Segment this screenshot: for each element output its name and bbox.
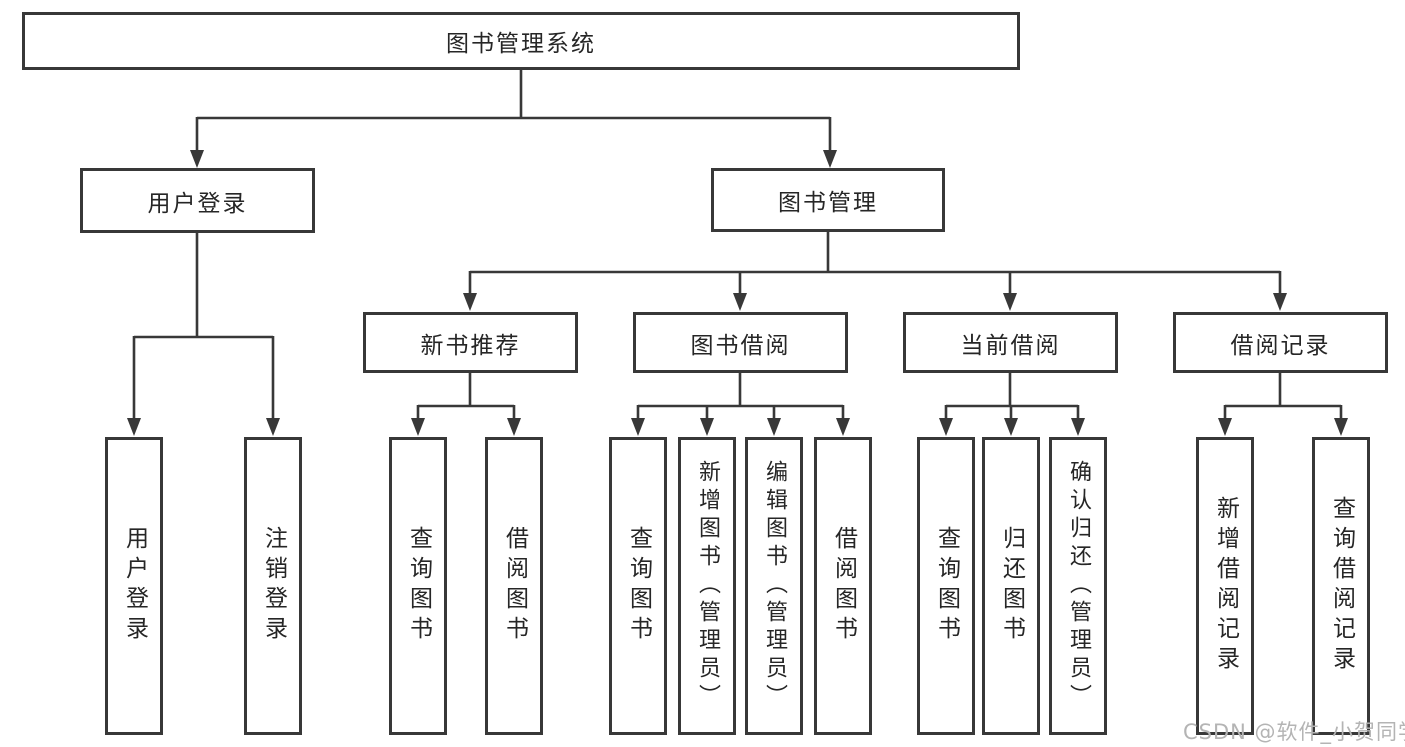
leaf-query-books-recommend: 查询图书 — [389, 437, 447, 735]
leaf-borrow-books: 借阅图书 — [814, 437, 872, 735]
node-current-borrow: 当前借阅 — [903, 312, 1118, 373]
node-label: 图书借阅 — [690, 332, 791, 359]
watermark-csdn: CSDN @软件_小贺同学 — [1183, 720, 1405, 744]
node-label: 当前借阅 — [960, 332, 1061, 359]
node-label: 用户登录 — [147, 190, 248, 217]
node-label: 借阅记录 — [1230, 332, 1331, 359]
leaf-logout: 注销登录 — [244, 437, 302, 735]
leaf-query-books-borrow: 查询图书 — [609, 437, 667, 735]
leaf-edit-book-admin: 编辑图书（管理员） — [745, 437, 803, 735]
leaf-query-borrow-record: 查询借阅记录 — [1312, 437, 1370, 735]
leaf-confirm-return-admin: 确认归还（管理员） — [1049, 437, 1107, 735]
node-user-login: 用户登录 — [80, 168, 315, 233]
node-borrow-records: 借阅记录 — [1173, 312, 1388, 373]
node-book-management: 图书管理 — [711, 168, 945, 232]
node-label: 新书推荐 — [420, 332, 521, 359]
node-label: 图书管理 — [778, 190, 878, 216]
leaf-borrow-books-recommend: 借阅图书 — [485, 437, 543, 735]
leaf-add-borrow-record: 新增借阅记录 — [1196, 437, 1254, 735]
leaf-user-login: 用户登录 — [105, 437, 163, 735]
node-book-borrow: 图书借阅 — [633, 312, 848, 373]
leaf-return-book: 归还图书 — [982, 437, 1040, 735]
node-label: 图书管理系统 — [446, 31, 596, 57]
leaf-query-books-current: 查询图书 — [917, 437, 975, 735]
leaf-add-book-admin: 新增图书（管理员） — [678, 437, 736, 735]
node-new-book-recommend: 新书推荐 — [363, 312, 578, 373]
node-library-management-system: 图书管理系统 — [22, 12, 1020, 70]
